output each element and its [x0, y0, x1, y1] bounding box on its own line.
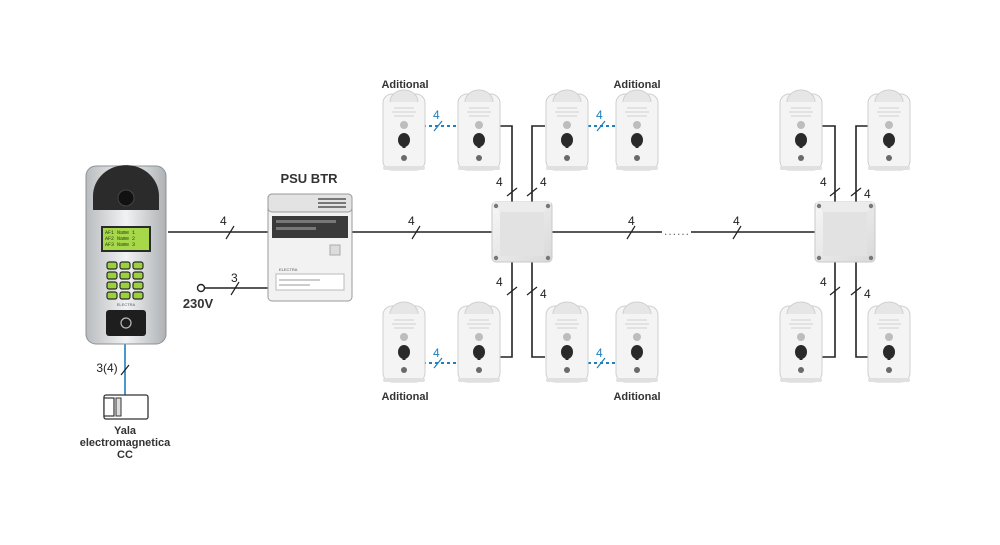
wire-count-ellipsis-box: 4 — [733, 214, 740, 228]
handset-bottom-right — [545, 301, 589, 383]
additional-label-bottom-left: Aditional — [381, 391, 428, 403]
psu-brand: ELECTRA — [279, 267, 298, 272]
handset-additional-top-left — [382, 89, 426, 171]
handset-top-right — [545, 89, 589, 171]
handset-additional-bottom-left — [382, 301, 426, 383]
wire-count-panel-psu: 4 — [220, 214, 227, 228]
electromagnetic-lock — [103, 394, 149, 420]
wire-count-mains: 3 — [231, 271, 238, 285]
wire-count-labels: 4 4 4 4 3 4 4 4 4 4 4 4 4 4 4 4 4 — [220, 108, 871, 360]
keypad-key — [106, 281, 118, 290]
rfid-reader-icon — [120, 317, 132, 329]
psu-label: PSU BTR — [280, 171, 338, 186]
keypad-key — [132, 271, 144, 280]
wire-count-psu-box: 4 — [408, 214, 415, 228]
wire-count-add-tr: 4 — [596, 108, 603, 122]
keypad-key — [119, 291, 131, 300]
screen-line-1: AF1 Name 1 — [105, 230, 135, 236]
handset-additional-top-right — [615, 89, 659, 171]
lock-wire-count: 3(4) — [96, 361, 117, 375]
junction-box-right — [814, 201, 876, 263]
conductor-marks — [120, 120, 862, 376]
screen-line-3: AF3 Name 3 — [105, 242, 135, 248]
keypad-key — [132, 261, 144, 270]
lock-label-line1: Yala — [114, 425, 137, 437]
wire-count-rj-lr: 4 — [864, 287, 871, 301]
panel-keypad — [106, 261, 144, 300]
handset-far-bottom-right — [867, 301, 911, 383]
wire-count-lj-ul: 4 — [496, 175, 503, 189]
keypad-key — [119, 281, 131, 290]
keypad-key — [119, 261, 131, 270]
bus-continuation-ellipsis: ...... — [664, 224, 690, 238]
wire-count-lj-ur: 4 — [540, 175, 547, 189]
keypad-key — [106, 261, 118, 270]
wire-count-rj-ul: 4 — [820, 175, 827, 189]
wire-count-rj-ur: 4 — [864, 187, 871, 201]
keypad-key — [119, 271, 131, 280]
wire-count-box-ellipsis: 4 — [628, 214, 635, 228]
keypad-key — [106, 291, 118, 300]
panel-brand: ELECTRA — [117, 302, 136, 307]
wire-count-lj-ll: 4 — [496, 275, 503, 289]
junction-box-left — [491, 201, 553, 263]
keypad-key — [132, 291, 144, 300]
voltage-label: 230V — [183, 296, 214, 311]
additional-label-bottom-right: Aditional — [613, 391, 660, 403]
door-entry-panel: AF1 Name 1 AF2 Name 2 AF3 Name 3 ELECTRA — [85, 165, 167, 345]
lock-label-line2: electromagnetica — [80, 437, 171, 449]
keypad-key — [132, 281, 144, 290]
handset-additional-bottom-right — [615, 301, 659, 383]
handset-far-bottom-left — [779, 301, 823, 383]
handset-top-left — [457, 89, 501, 171]
additional-label-top-right: Aditional — [613, 79, 660, 91]
wire-count-add-tl: 4 — [433, 108, 440, 122]
wire-count-add-br: 4 — [596, 346, 603, 360]
wire-count-lj-lr: 4 — [540, 287, 547, 301]
wire-count-add-bl: 4 — [433, 346, 440, 360]
screen-line-2: AF2 Name 2 — [105, 236, 135, 242]
panel-screen — [101, 226, 151, 252]
handset-far-top-left — [779, 89, 823, 171]
keypad-key — [106, 271, 118, 280]
psu-btr-unit: ELECTRA — [267, 193, 353, 302]
additional-label-top-left: Aditional — [381, 79, 428, 91]
handset-far-top-right — [867, 89, 911, 171]
wire-count-rj-ll: 4 — [820, 275, 827, 289]
lock-label-line3: CC — [117, 449, 133, 461]
handset-bottom-left — [457, 301, 501, 383]
